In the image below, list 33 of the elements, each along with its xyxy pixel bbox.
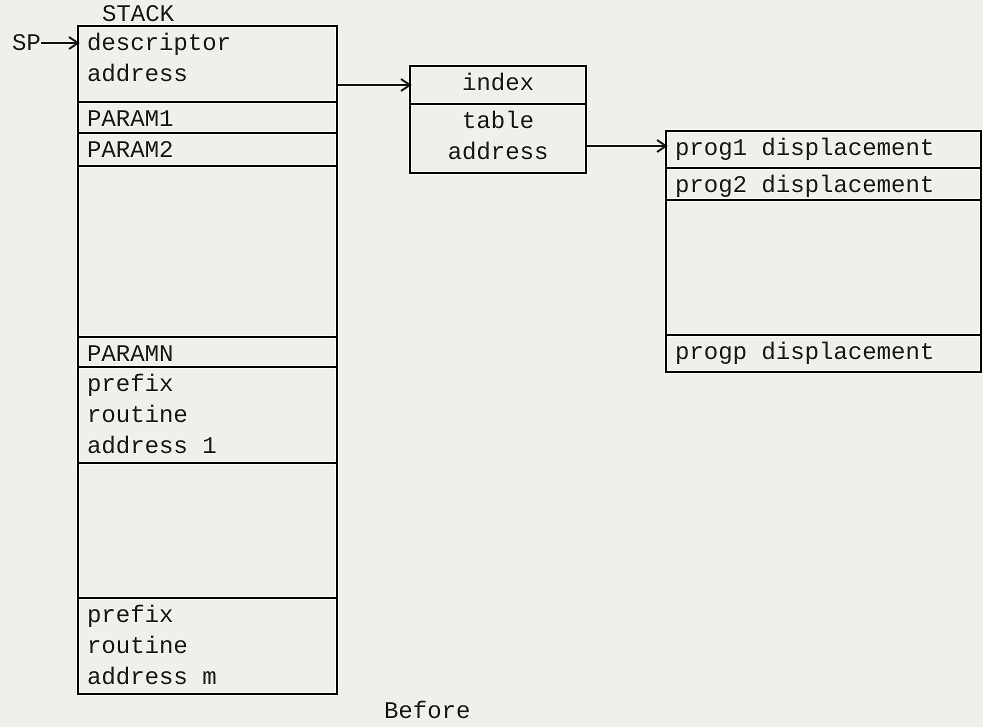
- memory-cell: [78, 133, 337, 166]
- cell-text: PARAM2: [87, 137, 174, 167]
- memory-cell: [666, 168, 981, 200]
- memory-cell: [78, 26, 337, 102]
- memory-cell: [78, 367, 337, 463]
- memory-cell: [78, 337, 337, 367]
- arrow: [41, 36, 79, 50]
- table-frame: [409, 65, 587, 174]
- cell-text: prog1 displacement: [675, 135, 934, 165]
- sp-label: SP: [12, 30, 41, 60]
- cell-text: progp displacement: [675, 339, 934, 369]
- arrow: [585, 139, 667, 153]
- cell-text: PARAMN: [87, 341, 174, 371]
- table-frame: [665, 130, 982, 373]
- cell-text: prog2 displacement: [675, 172, 934, 202]
- memory-cell: [78, 598, 337, 694]
- cell-text: prefix routine address 1: [87, 371, 218, 463]
- cell-text: table address: [446, 108, 550, 169]
- cell-text: index: [462, 70, 534, 100]
- cell-text: PARAM1: [87, 106, 174, 136]
- caption: Before: [384, 700, 470, 726]
- cell-text: prefix routine address m: [87, 602, 218, 694]
- cell-text: descriptor address: [87, 30, 232, 91]
- memory-cell: [666, 335, 981, 372]
- empty-cell: [78, 166, 337, 337]
- stack-heading: STACK: [102, 4, 174, 28]
- empty-cell: [666, 200, 981, 335]
- arrow: [336, 78, 411, 92]
- memory-cell: [666, 131, 981, 168]
- memory-cell: [78, 102, 337, 133]
- memory-cell: [410, 66, 586, 104]
- memory-cell: [410, 104, 586, 173]
- empty-cell: [78, 463, 337, 598]
